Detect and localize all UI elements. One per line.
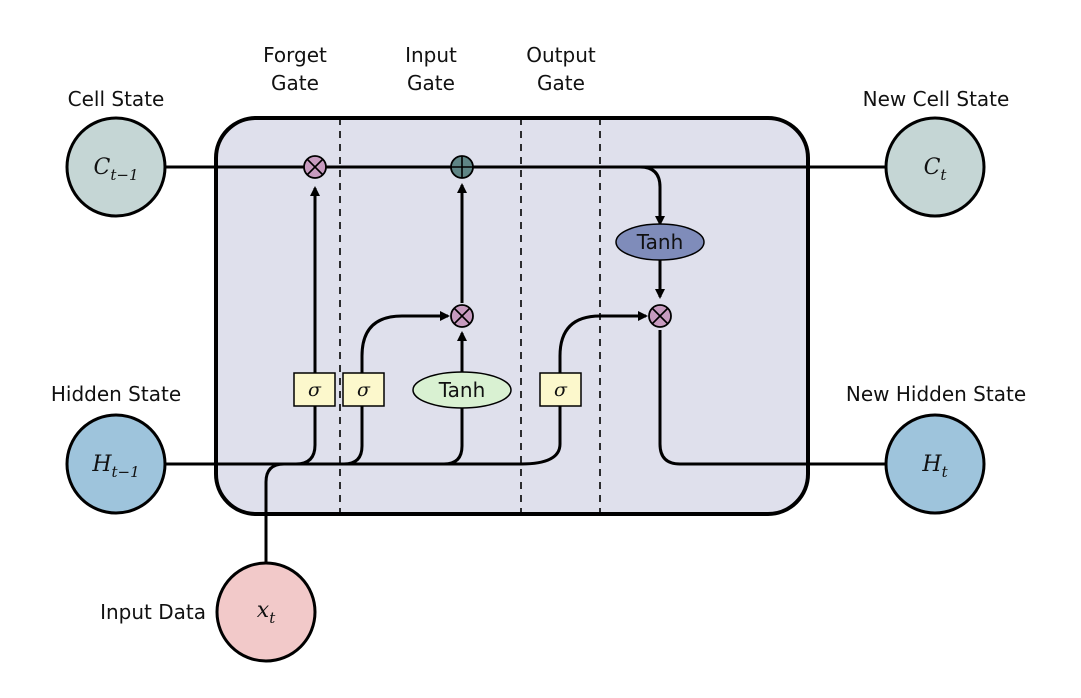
output-sigma-box: σ <box>539 372 582 407</box>
cell-add-op <box>450 155 474 179</box>
cell-new-subscript: t <box>940 166 947 184</box>
output-gate-label-line1: Output <box>526 43 596 67</box>
cell-to-tanh-wire <box>639 165 665 226</box>
forget-sigma-box: σ <box>293 372 336 407</box>
hidden-new-symbol: H <box>921 452 942 477</box>
svg-text:Ct: Ct <box>924 155 948 184</box>
hidden-new-subscript: t <box>942 463 949 481</box>
new-hidden-wire <box>658 330 886 466</box>
output-tanh-node: Tanh <box>615 223 705 261</box>
hidden-state-new-node: Ht <box>884 413 986 515</box>
svg-text:Ct−1: Ct−1 <box>94 155 139 184</box>
input-subscript: t <box>269 609 276 627</box>
input-gate-label-line2: Gate <box>407 71 455 95</box>
output-multiply-op <box>648 304 672 328</box>
input-tanh-node: Tanh <box>412 371 512 409</box>
cell-prev-symbol: C <box>94 155 111 180</box>
input-data-node: xt <box>215 561 317 663</box>
input-symbol: x <box>257 598 270 623</box>
hidden-prev-symbol: H <box>91 452 112 477</box>
forget-sigma-label: σ <box>308 379 322 401</box>
input-sigma-box: σ <box>342 372 385 407</box>
svg-text:Ht: Ht <box>921 452 948 481</box>
input-sigma-label: σ <box>357 379 371 401</box>
forget-gate-label-line1: Forget <box>263 43 327 67</box>
lstm-cell-body <box>214 116 810 516</box>
output-sigma-label: σ <box>554 379 568 401</box>
svg-text:xt: xt <box>257 598 276 627</box>
forget-multiply-op <box>303 155 327 179</box>
output-tanh-label: Tanh <box>636 230 684 254</box>
new-cell-state-label: New Cell State <box>863 87 1010 111</box>
input-tanh-wire <box>443 408 464 466</box>
output-gate-label-line2: Gate <box>537 71 585 95</box>
cell-state-label: Cell State <box>68 87 165 111</box>
new-hidden-state-label: New Hidden State <box>846 382 1026 406</box>
input-multiply-op <box>450 304 474 328</box>
cell-state-new-node: Ct <box>884 116 986 218</box>
cell-prev-subscript: t−1 <box>110 166 138 184</box>
hidden-state-prev-node: Ht−1 <box>65 413 167 515</box>
cell-state-prev-node: Ct−1 <box>65 116 167 218</box>
input-sigma-wire <box>343 311 450 466</box>
output-sigma-wire <box>520 311 648 466</box>
forget-gate-label-line2: Gate <box>271 71 319 95</box>
forget-gate-wire <box>295 186 320 466</box>
input-data-wire <box>264 462 285 568</box>
input-data-label: Input Data <box>100 600 206 624</box>
hidden-prev-subscript: t−1 <box>112 463 140 481</box>
hidden-state-label: Hidden State <box>51 382 181 406</box>
cell-new-symbol: C <box>924 155 941 180</box>
svg-text:Ht−1: Ht−1 <box>91 452 139 481</box>
input-gate-label-line1: Input <box>405 43 457 67</box>
input-tanh-label: Tanh <box>438 378 486 402</box>
